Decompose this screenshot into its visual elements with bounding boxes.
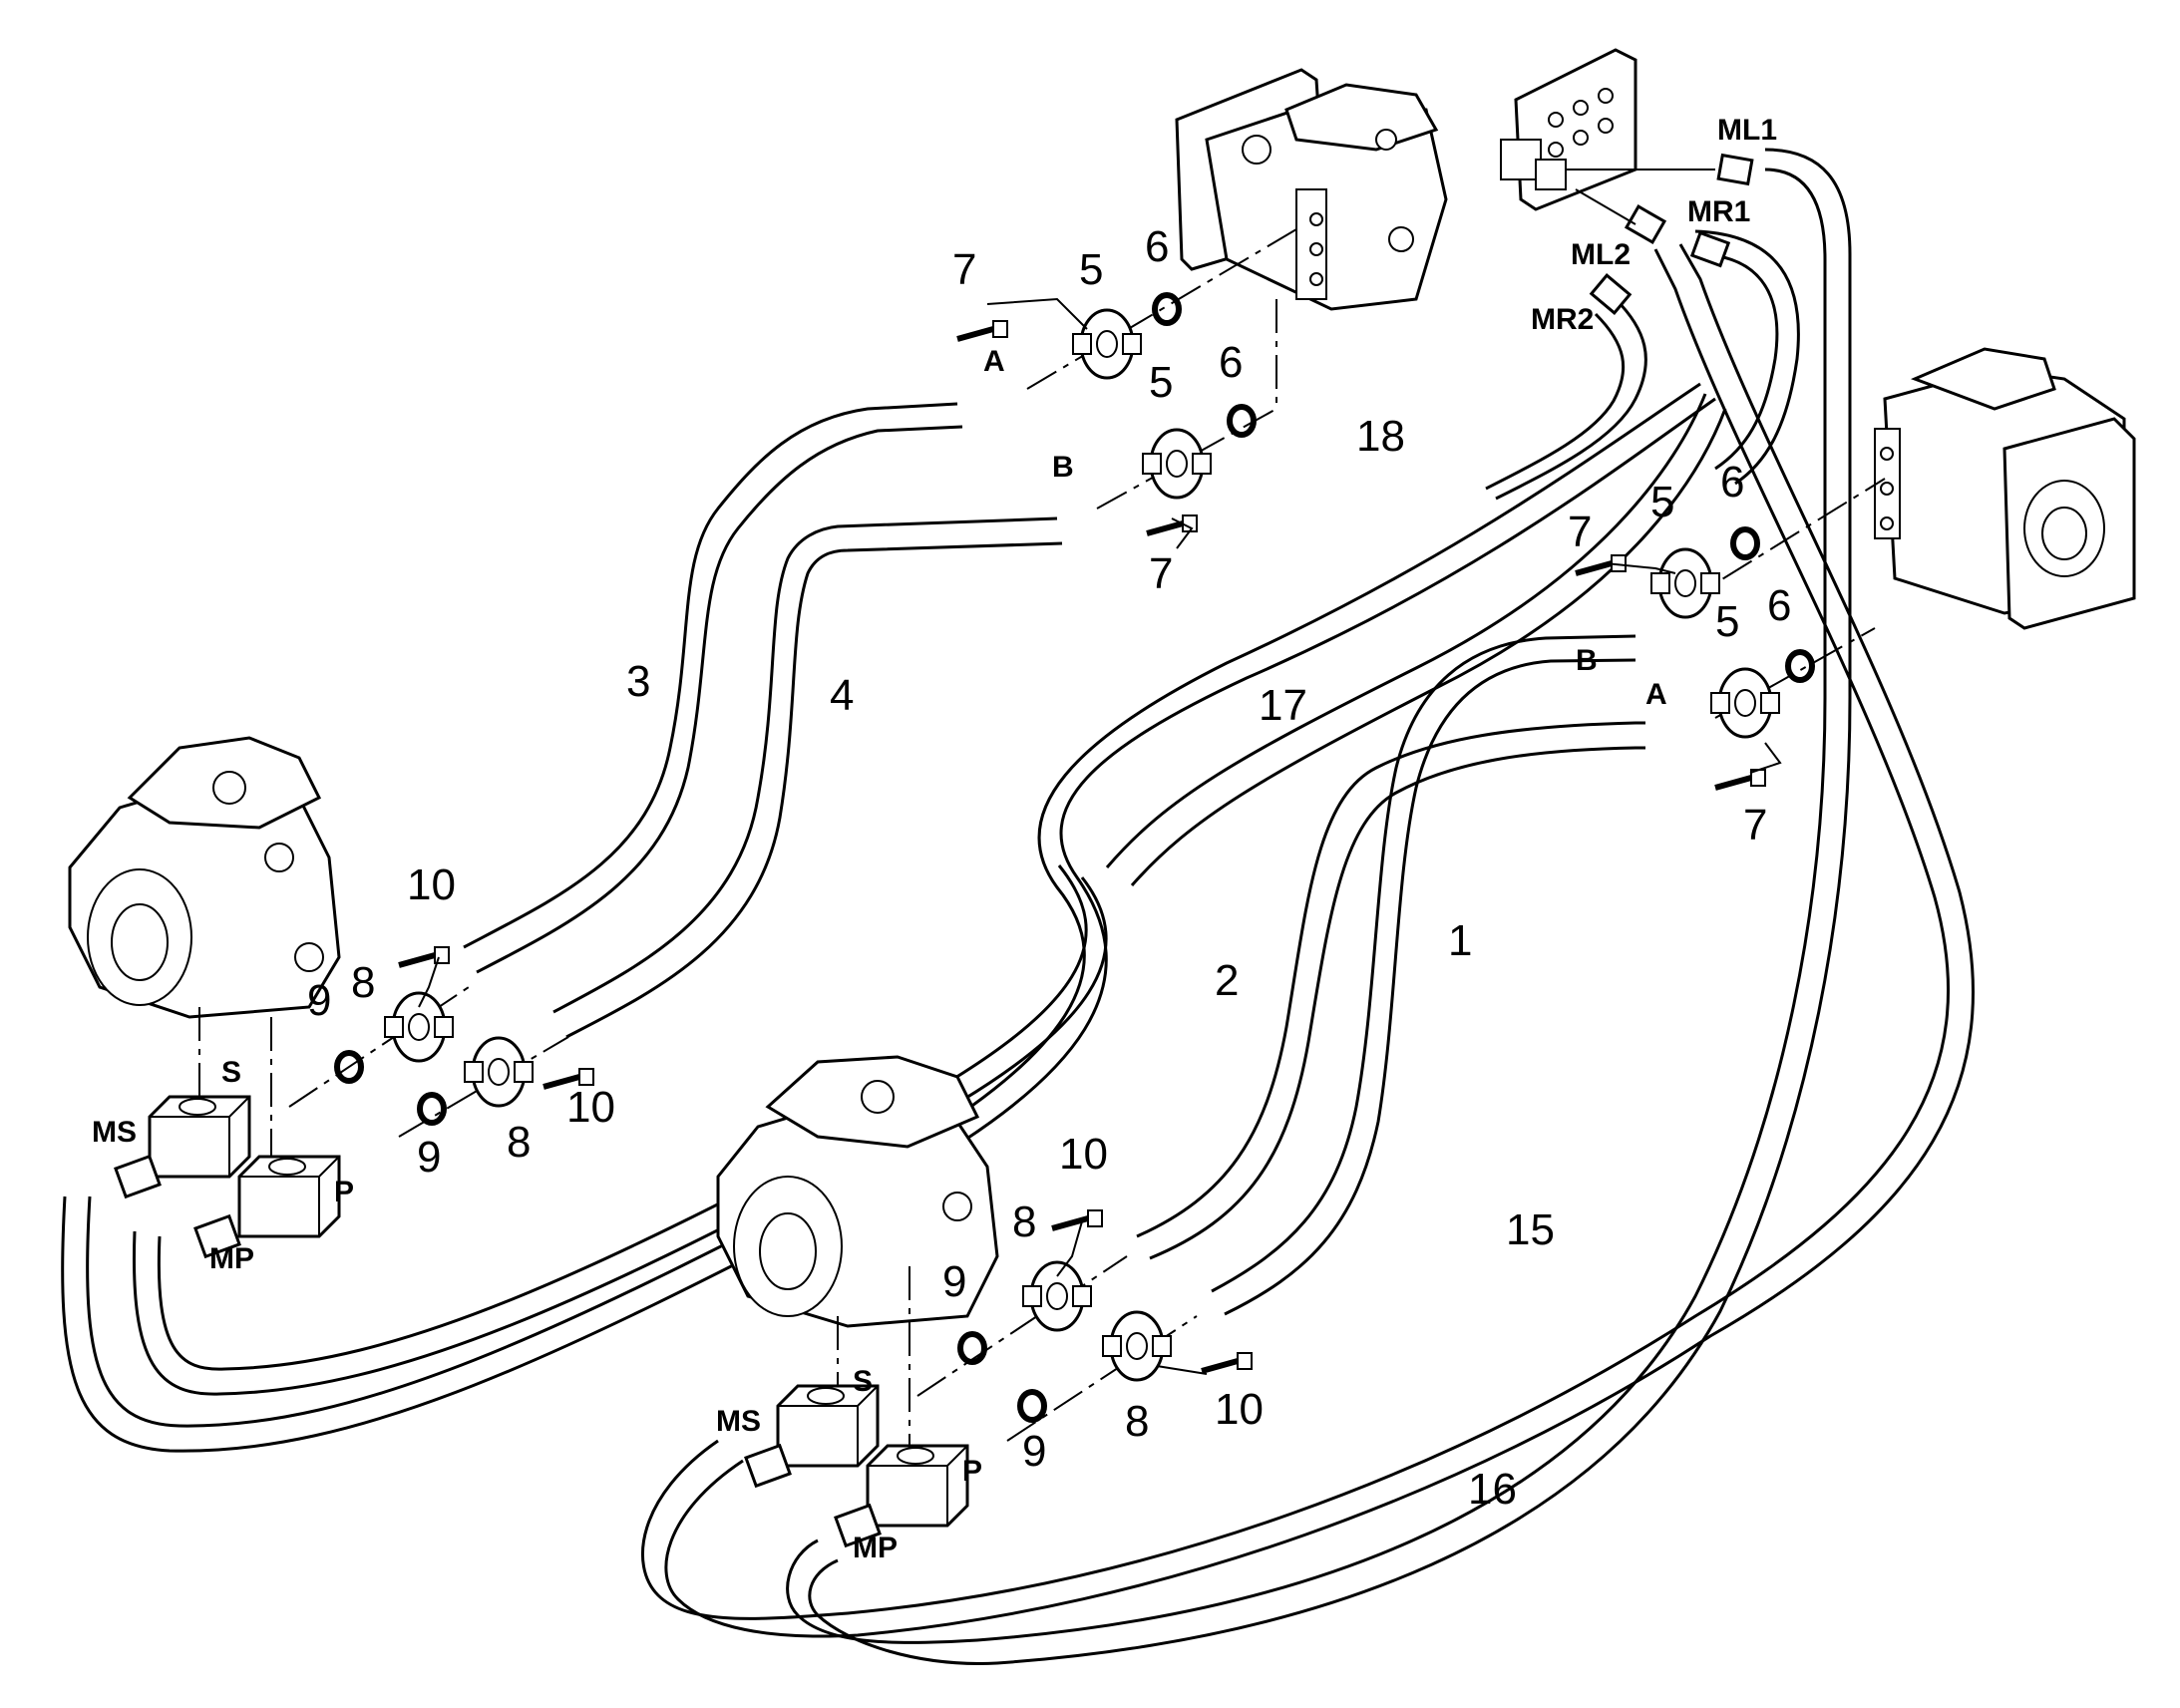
- callout-bottom-8b: 8: [1125, 1397, 1149, 1446]
- port-label-mr2: MR2: [1531, 303, 1594, 336]
- port-label-left-s: S: [221, 1056, 241, 1089]
- port-label-top-a: A: [983, 345, 1005, 378]
- right-motor: [1874, 347, 2136, 630]
- hose-2: [1136, 721, 1645, 1260]
- callout-left-9: 9: [307, 976, 331, 1025]
- callout-top-6: 6: [1145, 222, 1169, 271]
- callout-top-5b: 5: [1149, 358, 1173, 407]
- callout-top-7: 7: [952, 245, 976, 294]
- port-label-left-p: P: [334, 1176, 354, 1208]
- port-label-top-b: B: [1052, 451, 1074, 484]
- hose-16: [786, 148, 1852, 1665]
- callout-4: 4: [830, 671, 854, 720]
- port-label-right-b: B: [1576, 644, 1598, 677]
- callout-15: 15: [1506, 1205, 1555, 1254]
- fittings: [288, 228, 1886, 1442]
- callout-numbers: 1 2 3 4 15 16 17 18 7 5 6 5 6 7 7 5 6 5 …: [307, 222, 1791, 1514]
- port-label-bottom-mp: MP: [853, 1532, 898, 1564]
- port-label-bottom-s: S: [853, 1365, 873, 1398]
- port-label-ml2: ML2: [1571, 238, 1631, 271]
- callout-bottom-9b: 9: [1022, 1427, 1046, 1476]
- callout-left-10: 10: [407, 860, 456, 909]
- callout-16: 16: [1468, 1465, 1517, 1514]
- hose-17: [61, 382, 1716, 1453]
- callout-right-6: 6: [1720, 458, 1744, 507]
- callout-18: 18: [1356, 412, 1405, 461]
- port-label-left-ms: MS: [92, 1116, 137, 1149]
- port-label-mr1: MR1: [1687, 195, 1750, 228]
- callout-left-8b: 8: [507, 1118, 531, 1167]
- port-labels: A B A B ML1 MR1 ML2 MR2 S P MS MP S P MS…: [92, 114, 1777, 1564]
- callout-right-7: 7: [1568, 508, 1592, 556]
- callout-bottom-8: 8: [1012, 1197, 1036, 1246]
- top-right-manifold: [1500, 48, 1754, 315]
- callout-right-7b: 7: [1743, 801, 1767, 850]
- hose-1: [1211, 634, 1636, 1316]
- callout-2: 2: [1215, 956, 1239, 1005]
- port-label-left-mp: MP: [209, 1242, 254, 1275]
- port-label-ml1: ML1: [1717, 114, 1777, 147]
- hose-4: [552, 516, 1063, 1039]
- callout-left-8: 8: [351, 958, 375, 1007]
- callout-right-5: 5: [1650, 478, 1674, 526]
- hoses: [61, 148, 1975, 1665]
- callout-bottom-9: 9: [942, 1257, 966, 1306]
- callout-right-6b: 6: [1767, 581, 1791, 630]
- callout-left-9b: 9: [417, 1133, 441, 1182]
- hose-15: [640, 243, 1975, 1638]
- top-motor: [1175, 68, 1448, 311]
- callout-3: 3: [626, 657, 650, 706]
- bottom-pump: [716, 1055, 999, 1548]
- left-pump: [68, 736, 341, 1259]
- port-label-bottom-ms: MS: [716, 1405, 761, 1438]
- callout-bottom-10: 10: [1059, 1130, 1108, 1179]
- callout-right-5b: 5: [1715, 597, 1739, 646]
- hose-mr: [1485, 229, 1800, 501]
- hose-3: [463, 402, 963, 974]
- callout-top-5: 5: [1079, 245, 1103, 294]
- callout-bottom-10b: 10: [1215, 1385, 1264, 1434]
- port-label-right-a: A: [1645, 678, 1667, 711]
- callout-1: 1: [1448, 916, 1472, 965]
- callout-top-7b: 7: [1149, 549, 1173, 598]
- callout-17: 17: [1259, 681, 1307, 730]
- port-label-bottom-p: P: [962, 1455, 982, 1488]
- callout-left-10b: 10: [566, 1083, 615, 1132]
- callout-top-6b: 6: [1219, 338, 1243, 387]
